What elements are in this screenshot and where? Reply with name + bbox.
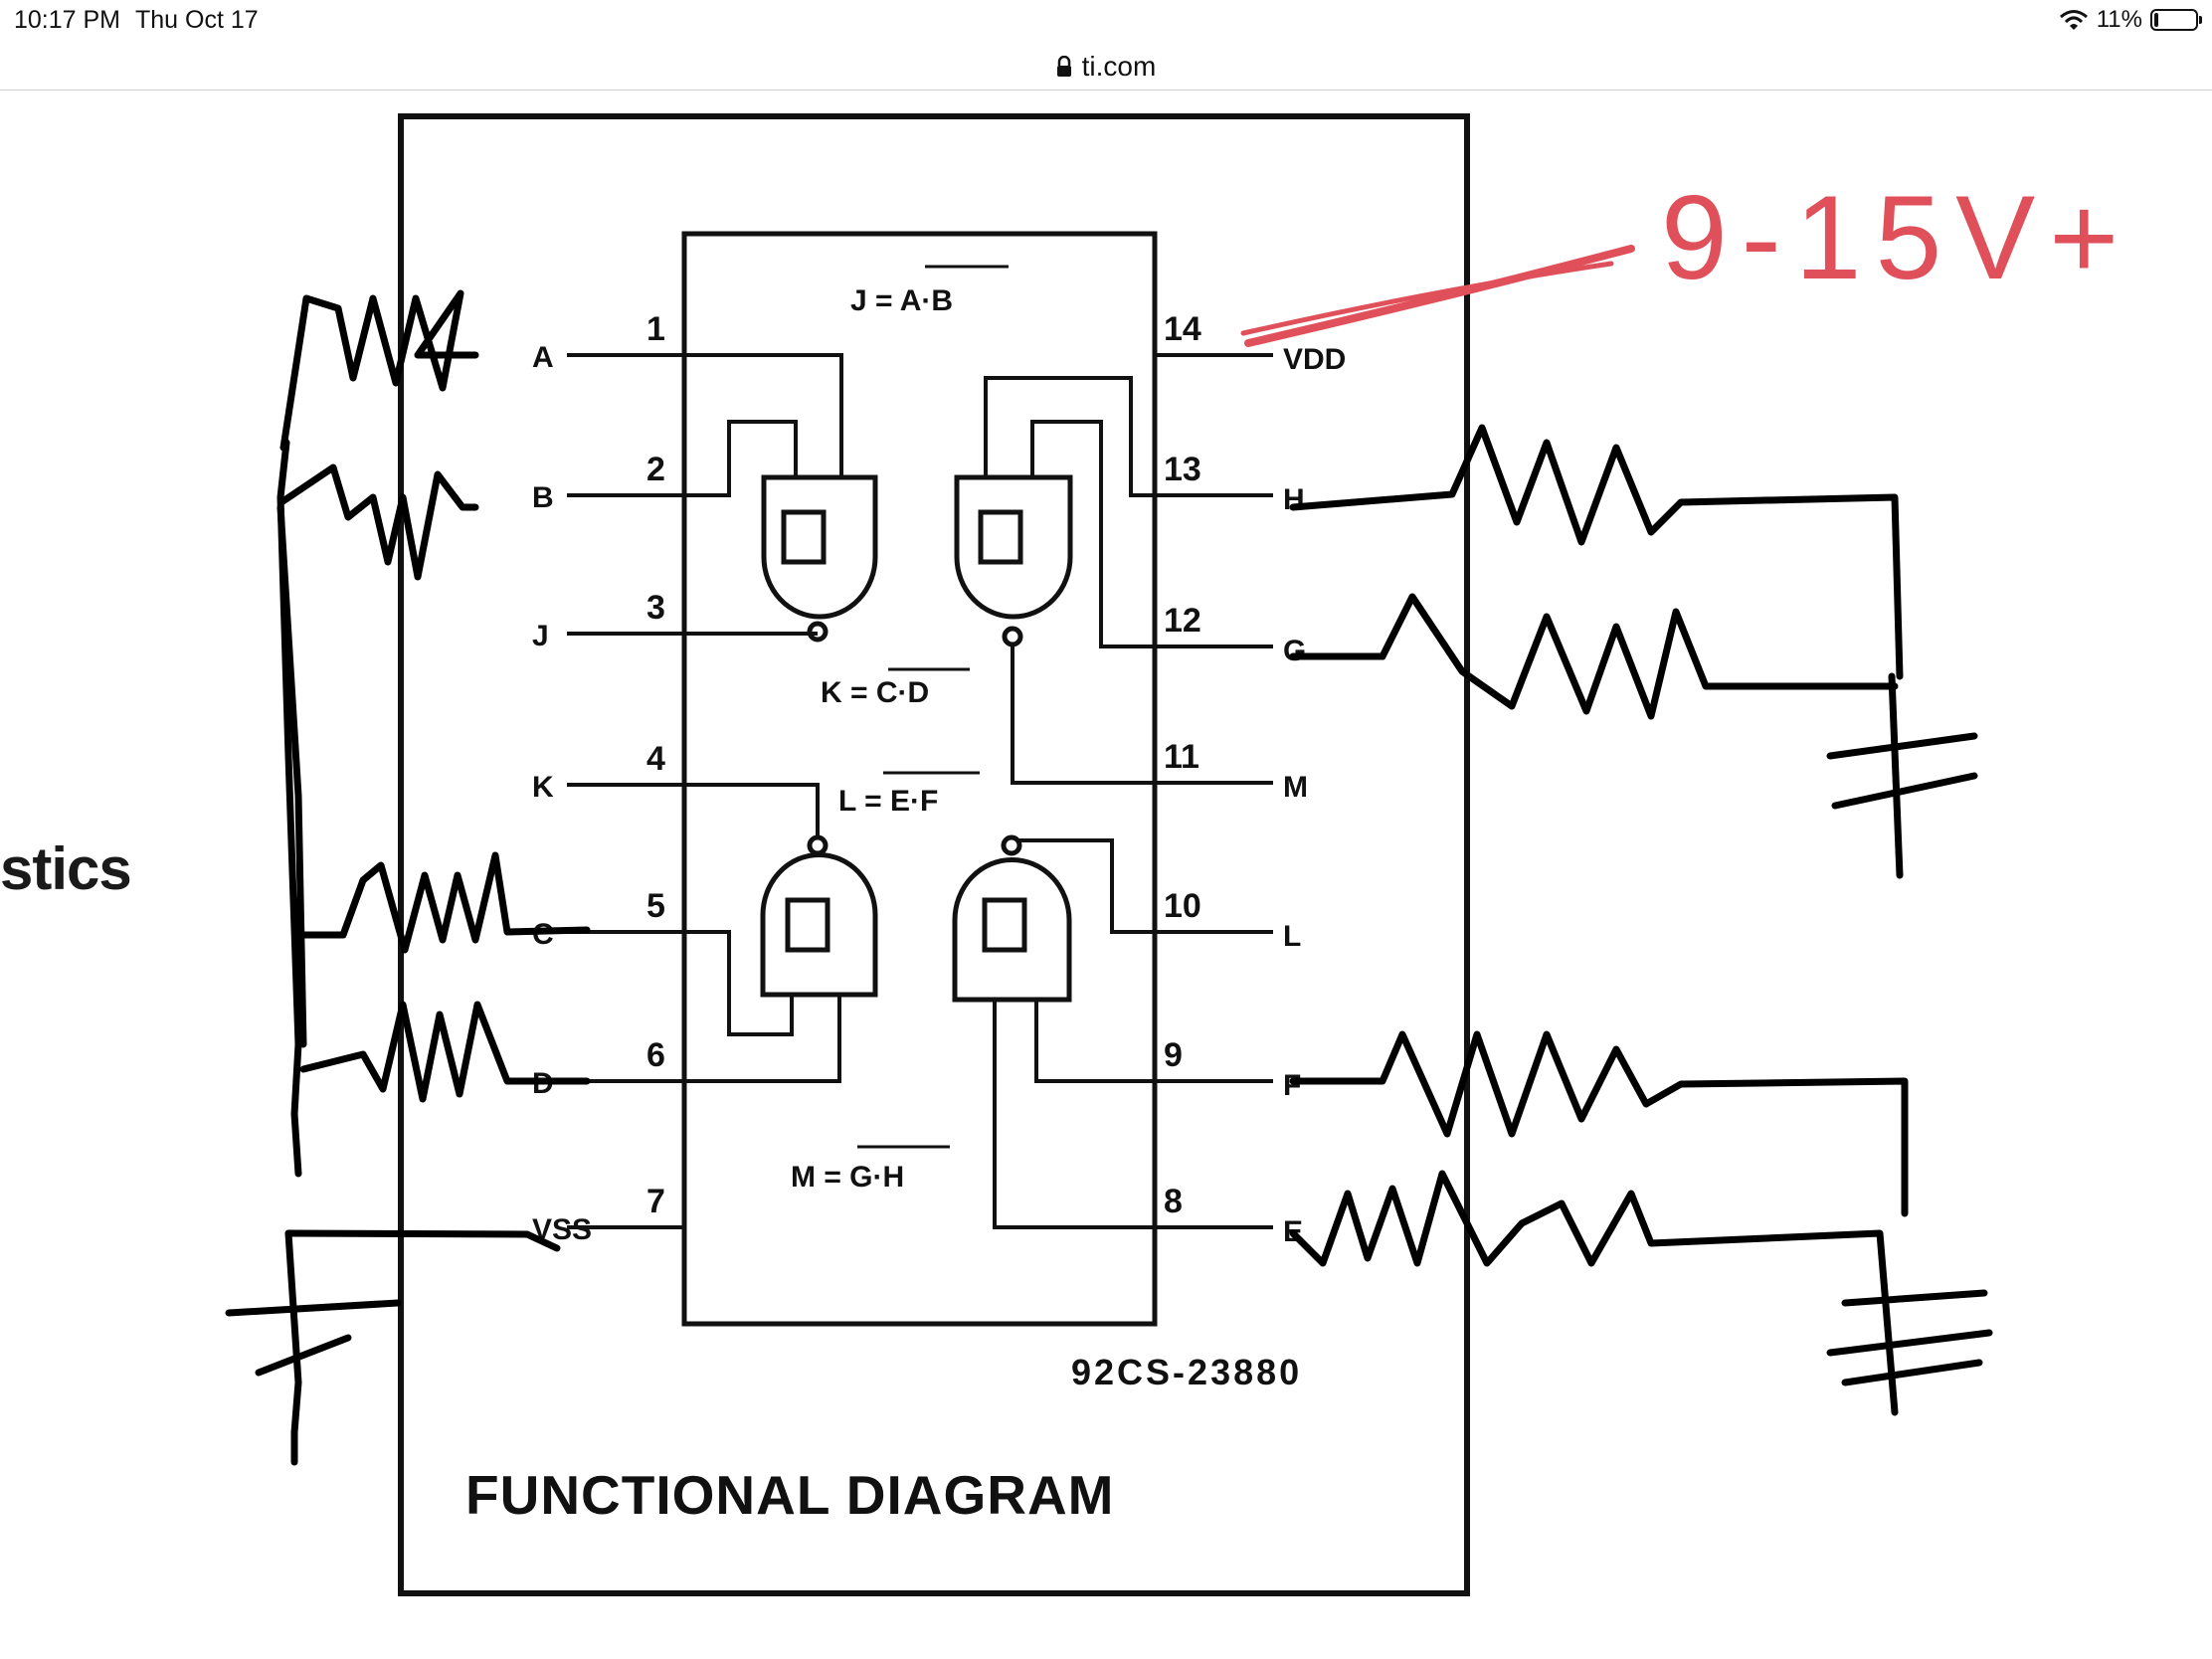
status-bar: 10:17 PM Thu Oct 17 11% — [0, 0, 2212, 44]
chip-body — [681, 231, 1158, 1327]
equation-m: M = G·H — [791, 1161, 904, 1194]
status-time: 10:17 PM — [14, 6, 121, 34]
nand-gate-3 — [760, 834, 878, 998]
battery-nub — [2199, 16, 2202, 24]
nand-gate-4 — [952, 834, 1072, 1003]
pin-signal-right: VDD — [1283, 343, 1346, 376]
status-right: 11% — [2059, 6, 2202, 34]
page-content: stics — [0, 91, 2212, 1659]
pin-number-left: 6 — [646, 1036, 665, 1074]
red-annotation-stroke-2 — [1240, 261, 1614, 336]
pin-number-left: 2 — [646, 451, 665, 488]
pin-signal-right: G — [1283, 635, 1306, 667]
ground-symbols-right — [1826, 672, 1993, 1386]
functional-diagram: J = A·B K = C·D L = E·F M = G·H 1A 2B 3J 4K… — [225, 113, 2132, 1596]
battery-icon — [2150, 9, 2202, 31]
url-text[interactable]: ti.com — [1081, 51, 1157, 82]
status-date: Thu Oct 17 — [135, 6, 259, 34]
pin-signal-right: H — [1283, 483, 1305, 516]
nand-gate-1 — [761, 474, 878, 643]
pin-signal-right: L — [1283, 920, 1301, 953]
internal-wiring — [684, 353, 1155, 1229]
wifi-icon — [2059, 10, 2088, 30]
equation-k: K = C·D — [821, 676, 929, 709]
address-bar[interactable]: ti.com — [0, 44, 2212, 91]
diagram-code: 92CS-23880 — [1071, 1352, 1302, 1392]
lock-icon — [1056, 56, 1071, 77]
handwritten-wires-left — [225, 439, 561, 1466]
equation-l: L = E·F — [838, 785, 938, 818]
pin-number-right: 11 — [1164, 738, 1199, 776]
equation-j: J = A·B — [850, 284, 953, 317]
diagram-frame — [398, 113, 1470, 1596]
pin-number-right: 9 — [1164, 1036, 1183, 1074]
pin-signal-right: M — [1283, 771, 1308, 804]
handwritten-resistors-right — [1289, 424, 1909, 1416]
left-pin-leads — [567, 353, 684, 1229]
pin-number-left: 4 — [646, 740, 665, 778]
pin-number-right: 13 — [1164, 451, 1201, 488]
nand-gate-2 — [954, 474, 1073, 647]
pin-number-left: 7 — [646, 1183, 665, 1220]
right-pin-leads — [1155, 353, 1273, 1229]
pin-number-right: 12 — [1164, 602, 1201, 640]
pin-number-right: 8 — [1164, 1183, 1183, 1220]
red-annotation-text: 9-15V+ — [1661, 171, 2132, 304]
diagram-title: FUNCTIONAL DIAGRAM — [465, 1464, 1115, 1526]
pin-number-left: 3 — [646, 589, 665, 627]
pin-number-right: 10 — [1164, 887, 1201, 925]
battery-fill — [2154, 13, 2158, 27]
pin-signal-left: J — [532, 620, 549, 652]
pin-signal-left: A — [532, 341, 554, 374]
pin-number-left: 5 — [646, 887, 665, 925]
pin-signal-right: F — [1283, 1069, 1301, 1102]
handwritten-resistors-left — [277, 289, 591, 1103]
pin-signal-left: B — [532, 481, 554, 514]
pin-number-right: 14 — [1164, 310, 1201, 348]
battery-percent: 11% — [2096, 6, 2142, 33]
side-heading-fragment: stics — [0, 835, 132, 902]
address-inner[interactable]: ti.com — [1056, 51, 1157, 83]
equation-overbars — [857, 265, 1009, 1149]
pin-signal-left: K — [532, 771, 554, 804]
red-annotation-stroke — [1244, 245, 1635, 347]
pin-number-left: 1 — [646, 310, 665, 348]
